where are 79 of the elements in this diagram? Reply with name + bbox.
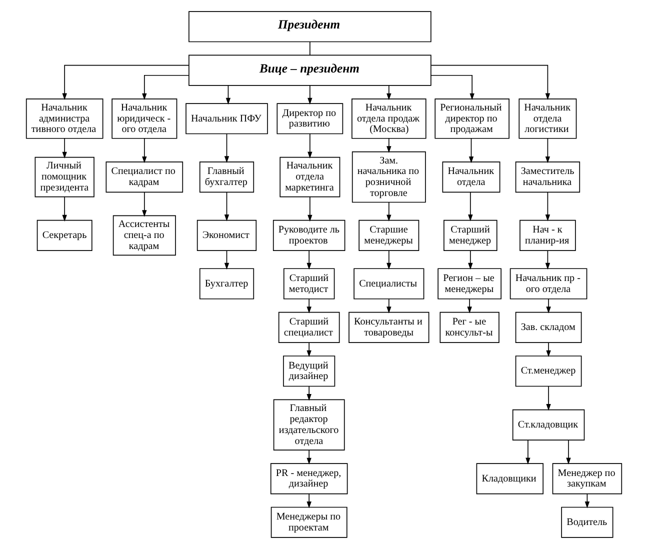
node-box: Ст.кладовщик — [512, 409, 585, 440]
arrow — [546, 386, 551, 411]
arrow — [62, 196, 67, 222]
node-box: Начальник отдела маркетинга — [280, 156, 340, 198]
node-box: Бухгалтер — [199, 268, 254, 300]
arrow — [386, 250, 392, 270]
arrow — [430, 74, 474, 100]
arrow — [226, 85, 231, 105]
arrow — [308, 134, 312, 158]
arrow — [468, 138, 474, 164]
node-box: Специалисты — [354, 268, 424, 300]
node-box: Экономист — [196, 220, 257, 251]
node-box: Главный бухгалтер — [199, 162, 254, 193]
node-box: Начальник ПФУ — [186, 103, 268, 134]
node-box: Начальник пр - ого отдела — [510, 268, 588, 300]
arrow — [142, 138, 147, 164]
node-box: Зам. начальника по розничной торговле — [352, 151, 426, 203]
arrow — [306, 298, 312, 314]
arrow — [468, 250, 473, 270]
arrow — [308, 196, 312, 222]
node-box: Старший специалист — [278, 312, 340, 343]
node-box: Кладовщики — [476, 463, 544, 494]
node-box: Ведущий дизайнер — [283, 356, 336, 387]
node-box: Главный редактор издательского отдела — [273, 399, 345, 451]
arrow — [386, 85, 392, 100]
node-box: Менеджер по закупкам — [552, 463, 622, 494]
node-box: PR - менеджер, дизайнер — [270, 463, 348, 494]
node-box: Водитель — [561, 506, 614, 538]
node-box: Начальник отдела продаж (Москва) — [352, 98, 426, 139]
arrow — [386, 298, 392, 314]
node-box: Региональный директор по продажам — [434, 98, 510, 139]
arrow — [306, 342, 312, 358]
arrow — [430, 64, 550, 100]
node-box: Менеджеры по проектам — [270, 506, 348, 538]
arrow — [142, 74, 190, 100]
node-box: Ассистенты спец-а по кадрам — [112, 215, 176, 256]
node-box: Директор по развитию — [276, 103, 344, 134]
arrow — [546, 298, 551, 314]
arrow — [546, 342, 551, 358]
arrow — [224, 250, 230, 270]
node-box: Начальник администра тивного отдела — [26, 98, 104, 139]
arrow — [545, 250, 550, 270]
node-box: Заместитель начальника — [515, 162, 580, 193]
arrow — [306, 250, 312, 270]
node-box: Старшие менеджеры — [358, 220, 420, 251]
node-box: Старший менеджер — [444, 220, 498, 251]
arrow — [545, 192, 550, 222]
node-box: Регион – ые менеджеры — [438, 268, 502, 300]
arrow — [224, 134, 230, 163]
arrow — [386, 202, 392, 222]
arrow — [308, 85, 312, 105]
arrow — [468, 192, 473, 222]
node-box: Начальник отдела логистики — [518, 98, 577, 139]
arrow — [306, 494, 312, 508]
arrow — [306, 386, 312, 401]
arrow — [142, 192, 147, 217]
node-box: Старший методист — [283, 268, 335, 300]
arrow — [224, 192, 230, 222]
arrow — [545, 138, 550, 164]
arrow — [566, 440, 571, 464]
arrow — [306, 450, 312, 465]
node-box: Рег - ые консульт-ы — [440, 312, 500, 343]
node-box: Начальник юридическ - ого отдела — [112, 98, 178, 139]
node-box: Специалист по кадрам — [106, 162, 184, 193]
arrow — [386, 138, 392, 153]
arrow — [62, 138, 67, 159]
node-box: Секретарь — [36, 220, 92, 251]
arrow — [526, 440, 530, 464]
node-box: Руководите ль проектов — [272, 220, 346, 251]
node-box: Личный помощник президента — [34, 156, 94, 198]
node-box: Вице – президент — [188, 54, 432, 86]
node-box: Консультанты и товароведы — [348, 312, 430, 343]
node-box: Зав. складом — [515, 312, 582, 343]
node-box: Начальник отдела — [442, 162, 500, 193]
node-box: Нач - к планир-ия — [520, 220, 576, 251]
arrow — [62, 64, 190, 100]
node-box: Президент — [188, 11, 432, 42]
node-box: Ст.менеджер — [515, 356, 582, 387]
arrow — [467, 298, 472, 314]
